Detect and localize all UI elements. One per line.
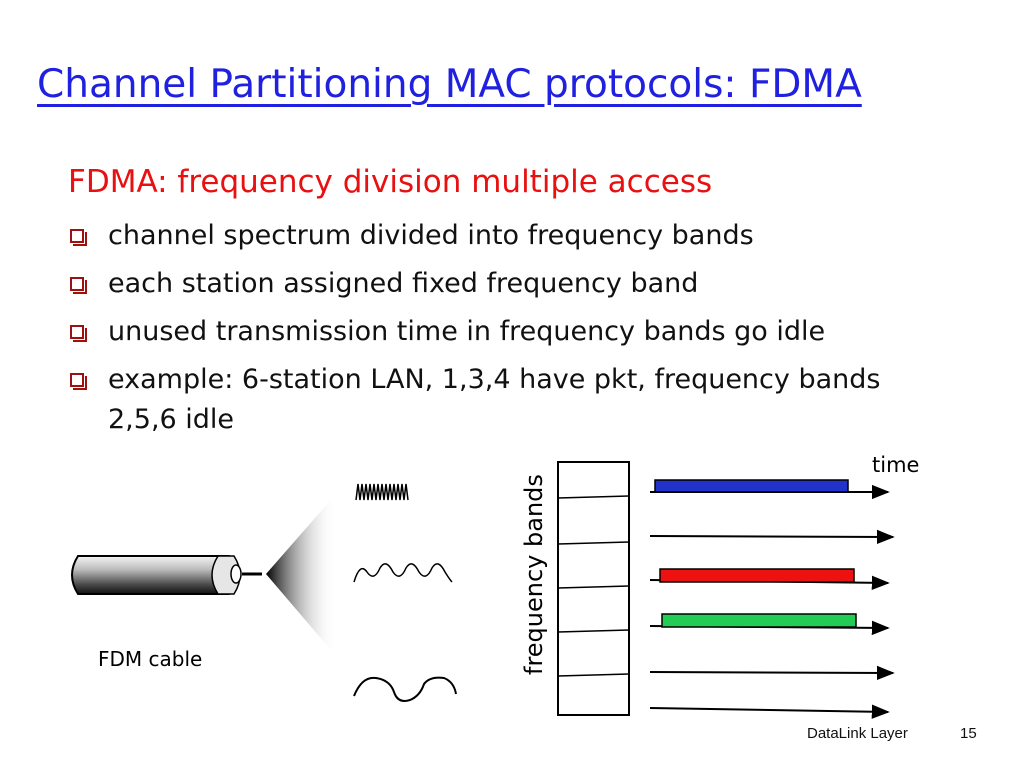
bullet-item: example: 6-station LAN, 1,3,4 have pkt, … xyxy=(68,360,948,440)
bullet-item: channel spectrum divided into frequency … xyxy=(68,216,948,255)
frequency-band-grid xyxy=(557,461,630,716)
bullet-text: unused transmission time in frequency ba… xyxy=(108,316,826,347)
time-arrow xyxy=(649,529,895,545)
bullet-box-icon xyxy=(70,229,87,246)
medium-frequency-wave-icon xyxy=(353,563,453,583)
spectrum-cone xyxy=(266,494,336,656)
bullet-item: unused transmission time in frequency ba… xyxy=(68,312,948,351)
time-label: time xyxy=(872,453,919,477)
page-number: 15 xyxy=(960,725,977,742)
band-1-packet xyxy=(654,479,849,493)
bullet-box-icon xyxy=(70,277,87,294)
fdm-cable-label: FDM cable xyxy=(98,647,202,671)
high-frequency-wave-icon xyxy=(355,483,409,501)
footer-course: DataLink Layer xyxy=(807,725,908,742)
time-arrow xyxy=(649,704,890,719)
slide-title: Channel Partitioning MAC protocols: FDMA xyxy=(37,62,862,107)
bullet-text: channel spectrum divided into frequency … xyxy=(108,220,754,251)
bullet-box-icon xyxy=(70,373,87,390)
band-4-packet xyxy=(661,613,857,628)
bullet-text: each station assigned fixed frequency ba… xyxy=(108,268,699,299)
bullet-list: channel spectrum divided into frequency … xyxy=(68,216,948,449)
time-arrow xyxy=(649,665,895,681)
cable-icon xyxy=(71,555,262,595)
time-arrows xyxy=(649,484,895,719)
fdma-heading: FDMA: frequency division multiple access xyxy=(68,164,713,200)
bullet-box-icon xyxy=(70,325,87,342)
frequency-bands-label: frequency bands xyxy=(520,474,548,675)
band-3-packet xyxy=(659,568,855,583)
bullet-text: example: 6-station LAN, 1,3,4 have pkt, … xyxy=(108,364,881,435)
bullet-item: each station assigned fixed frequency ba… xyxy=(68,264,948,303)
low-frequency-wave-icon xyxy=(353,676,457,702)
